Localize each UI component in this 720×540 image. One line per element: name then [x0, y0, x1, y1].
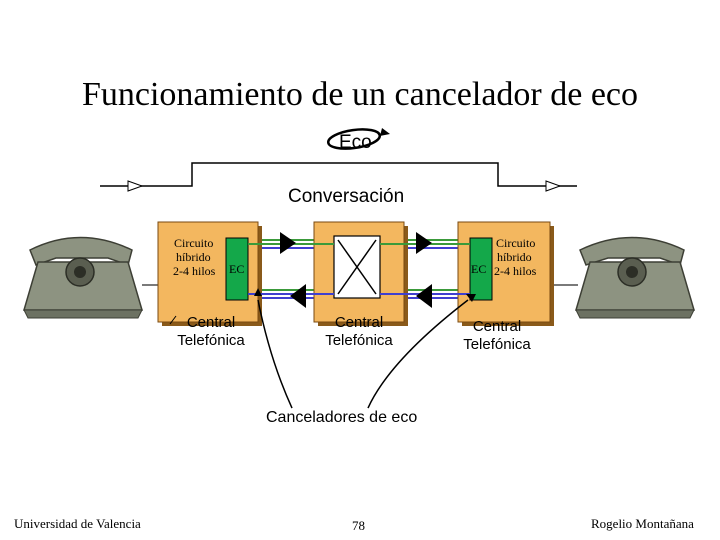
right-central-box [457, 221, 554, 326]
page-title: Funcionamiento de un cancelador de eco [81, 76, 639, 113]
left-central-line2: Telefónica [177, 332, 245, 349]
left-central-label: Central Telefónica [166, 314, 256, 350]
footer-page-number: 78 [352, 518, 365, 533]
eco-label: Eco [339, 132, 372, 153]
right-telephone-icon [575, 236, 695, 319]
left-central-line1: Central [186, 314, 236, 331]
conversation-path [100, 162, 577, 192]
conversation-label: Conversación [288, 186, 405, 207]
direction-arrows [280, 232, 432, 308]
left-box-line3: 2-4 hilos [173, 264, 216, 278]
middle-central-line1: Central [334, 314, 384, 331]
footer-author: Rogelio Montañana [591, 516, 694, 531]
left-box-line1: Circuito [174, 236, 214, 250]
left-ec-label: EC [229, 262, 245, 276]
eco-ellipse [326, 128, 390, 150]
right-ec-label: EC [471, 262, 487, 276]
footer-institution: Universidad de Valencia [14, 516, 141, 531]
cancellers-label: Canceladores de eco [266, 409, 418, 426]
right-box-line1: Circuito [496, 236, 536, 250]
left-telephone-icon [23, 236, 143, 319]
right-box-line2: híbrido [497, 250, 532, 264]
canceller-pointers [169, 288, 476, 409]
right-box-line3: 2-4 hilos [494, 264, 537, 278]
middle-central-line2: Telefónica [325, 332, 393, 349]
right-central-line2: Telefónica [463, 336, 531, 353]
right-central-line1: Central [472, 318, 522, 335]
middle-central-label: Central Telefónica [314, 314, 404, 350]
left-box-line2: híbrido [176, 250, 211, 264]
left-central-box [157, 221, 262, 326]
middle-central-box [313, 221, 408, 326]
right-central-label: Central Telefónica [452, 318, 542, 354]
